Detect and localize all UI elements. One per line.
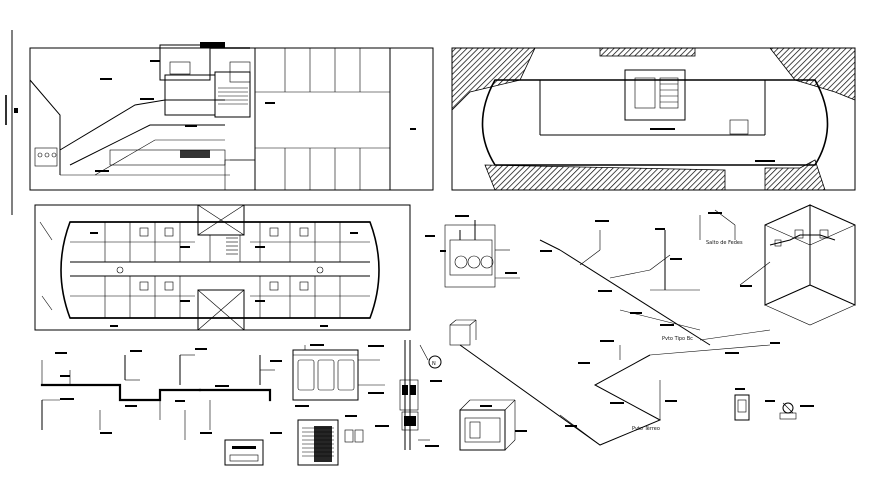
pvto-tipo-label: Pvto Tipo Bc	[662, 336, 693, 342]
margin-marks	[5, 30, 18, 215]
plumbing-details	[40, 348, 282, 466]
typical-floor-plan	[34, 204, 411, 331]
isometric-piping-upper: Salto de Fedes Pvto Tipo Bc	[539, 209, 752, 346]
tank-detail	[425, 215, 520, 288]
isometric-shaft-box	[739, 204, 856, 326]
pvto-terreo-label: Pvto Térreo	[632, 425, 660, 432]
section-marker-letter: N	[432, 361, 436, 367]
equipment-details	[734, 388, 814, 421]
riser-detail: N	[399, 340, 442, 450]
enclosure-detail	[459, 399, 527, 451]
pump-room-detail	[297, 415, 389, 466]
section-marker-icon	[428, 355, 442, 369]
ground-floor-parking-plan	[29, 42, 434, 191]
isometric-piping-lower: Pvto Térreo	[449, 319, 780, 446]
salto-de-fedes-label: Salto de Fedes	[706, 240, 743, 246]
roof-plan	[451, 47, 856, 191]
tank-elevation	[292, 344, 385, 407]
